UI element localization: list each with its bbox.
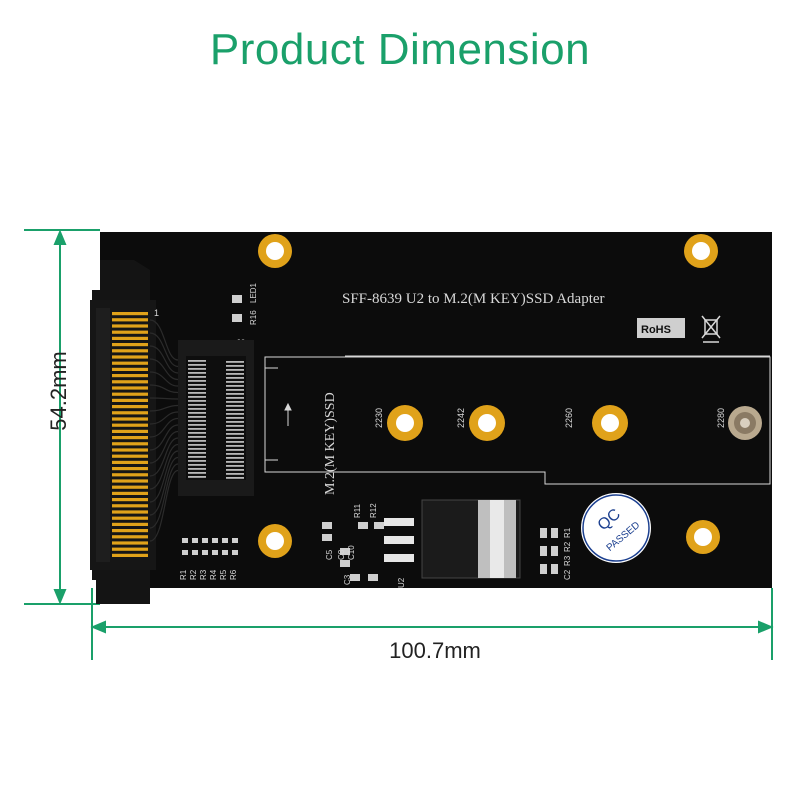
svg-text:R6: R6 — [229, 569, 238, 580]
svg-text:C2: C2 — [563, 569, 572, 580]
height-dimension-label: 54.2mm — [46, 351, 71, 431]
svg-text:C5: C5 — [325, 549, 334, 560]
svg-text:R3: R3 — [199, 569, 208, 580]
connector-pin1-label: 1 — [154, 308, 159, 318]
qc-passed-sticker: QC PASSED — [581, 493, 651, 563]
svg-text:C3: C3 — [343, 574, 352, 585]
product-label: SFF-8639 U2 to M.2(M KEY)SSD Adapter — [342, 291, 605, 307]
svg-text:R4: R4 — [209, 569, 218, 580]
svg-text:C8: C8 — [337, 549, 346, 560]
u2-connector — [90, 260, 156, 604]
m2-slot-connector — [178, 340, 254, 496]
svg-text:R2: R2 — [189, 569, 198, 580]
u2-connector-gold-pins — [112, 312, 148, 557]
page-title: Product Dimension — [209, 25, 591, 74]
right-components — [540, 528, 558, 574]
svg-text:RoHS: RoHS — [641, 324, 671, 336]
svg-text:U2: U2 — [397, 577, 406, 588]
middle-component-labels: R11 R12 C5 C8 C10 C3 — [325, 503, 378, 585]
mount-label-2242: 2242 — [456, 408, 466, 428]
voltage-regulator-u2: U2 — [384, 499, 521, 588]
svg-text:R5: R5 — [219, 569, 228, 580]
svg-text:R11: R11 — [353, 503, 362, 518]
mount-label-2280: 2280 — [716, 408, 726, 428]
svg-text:R12: R12 — [369, 503, 378, 518]
mounting-holes — [258, 234, 720, 558]
svg-text:C10: C10 — [347, 545, 356, 560]
middle-components — [322, 522, 384, 581]
mount-label-2260: 2260 — [564, 408, 574, 428]
height-arrow-bottom — [53, 589, 67, 605]
rohs-mark: RoHS — [637, 318, 685, 338]
pcb-traces — [149, 319, 179, 542]
led-component: LED1 R16 — [232, 282, 258, 325]
m2-slot-pins — [188, 360, 244, 479]
width-arrow-left — [90, 620, 106, 634]
m2-card-outline — [264, 356, 771, 485]
width-dimension-label: 100.7mm — [389, 638, 481, 663]
svg-text:R1: R1 — [179, 569, 188, 580]
weee-bin-icon — [701, 315, 721, 343]
dimension-lines — [24, 229, 774, 660]
mount-label-2230: 2230 — [374, 408, 384, 428]
resistor-array-labels: R1 R2 R3 R4 R5 R6 — [179, 569, 238, 580]
m2-standoff-holes — [387, 405, 762, 441]
svg-text:R1: R1 — [563, 527, 572, 538]
svg-text:R16: R16 — [249, 310, 258, 325]
resistor-array — [182, 538, 238, 555]
height-arrow-top — [53, 229, 67, 245]
svg-text:R2: R2 — [563, 541, 572, 552]
svg-text:R3: R3 — [563, 555, 572, 566]
width-arrow-right — [758, 620, 774, 634]
right-component-labels: R1 R2 R3 C2 — [563, 527, 572, 580]
svg-text:LED1: LED1 — [249, 282, 258, 303]
m2-slot-label: M.2(M KEY)SSD — [323, 392, 338, 495]
